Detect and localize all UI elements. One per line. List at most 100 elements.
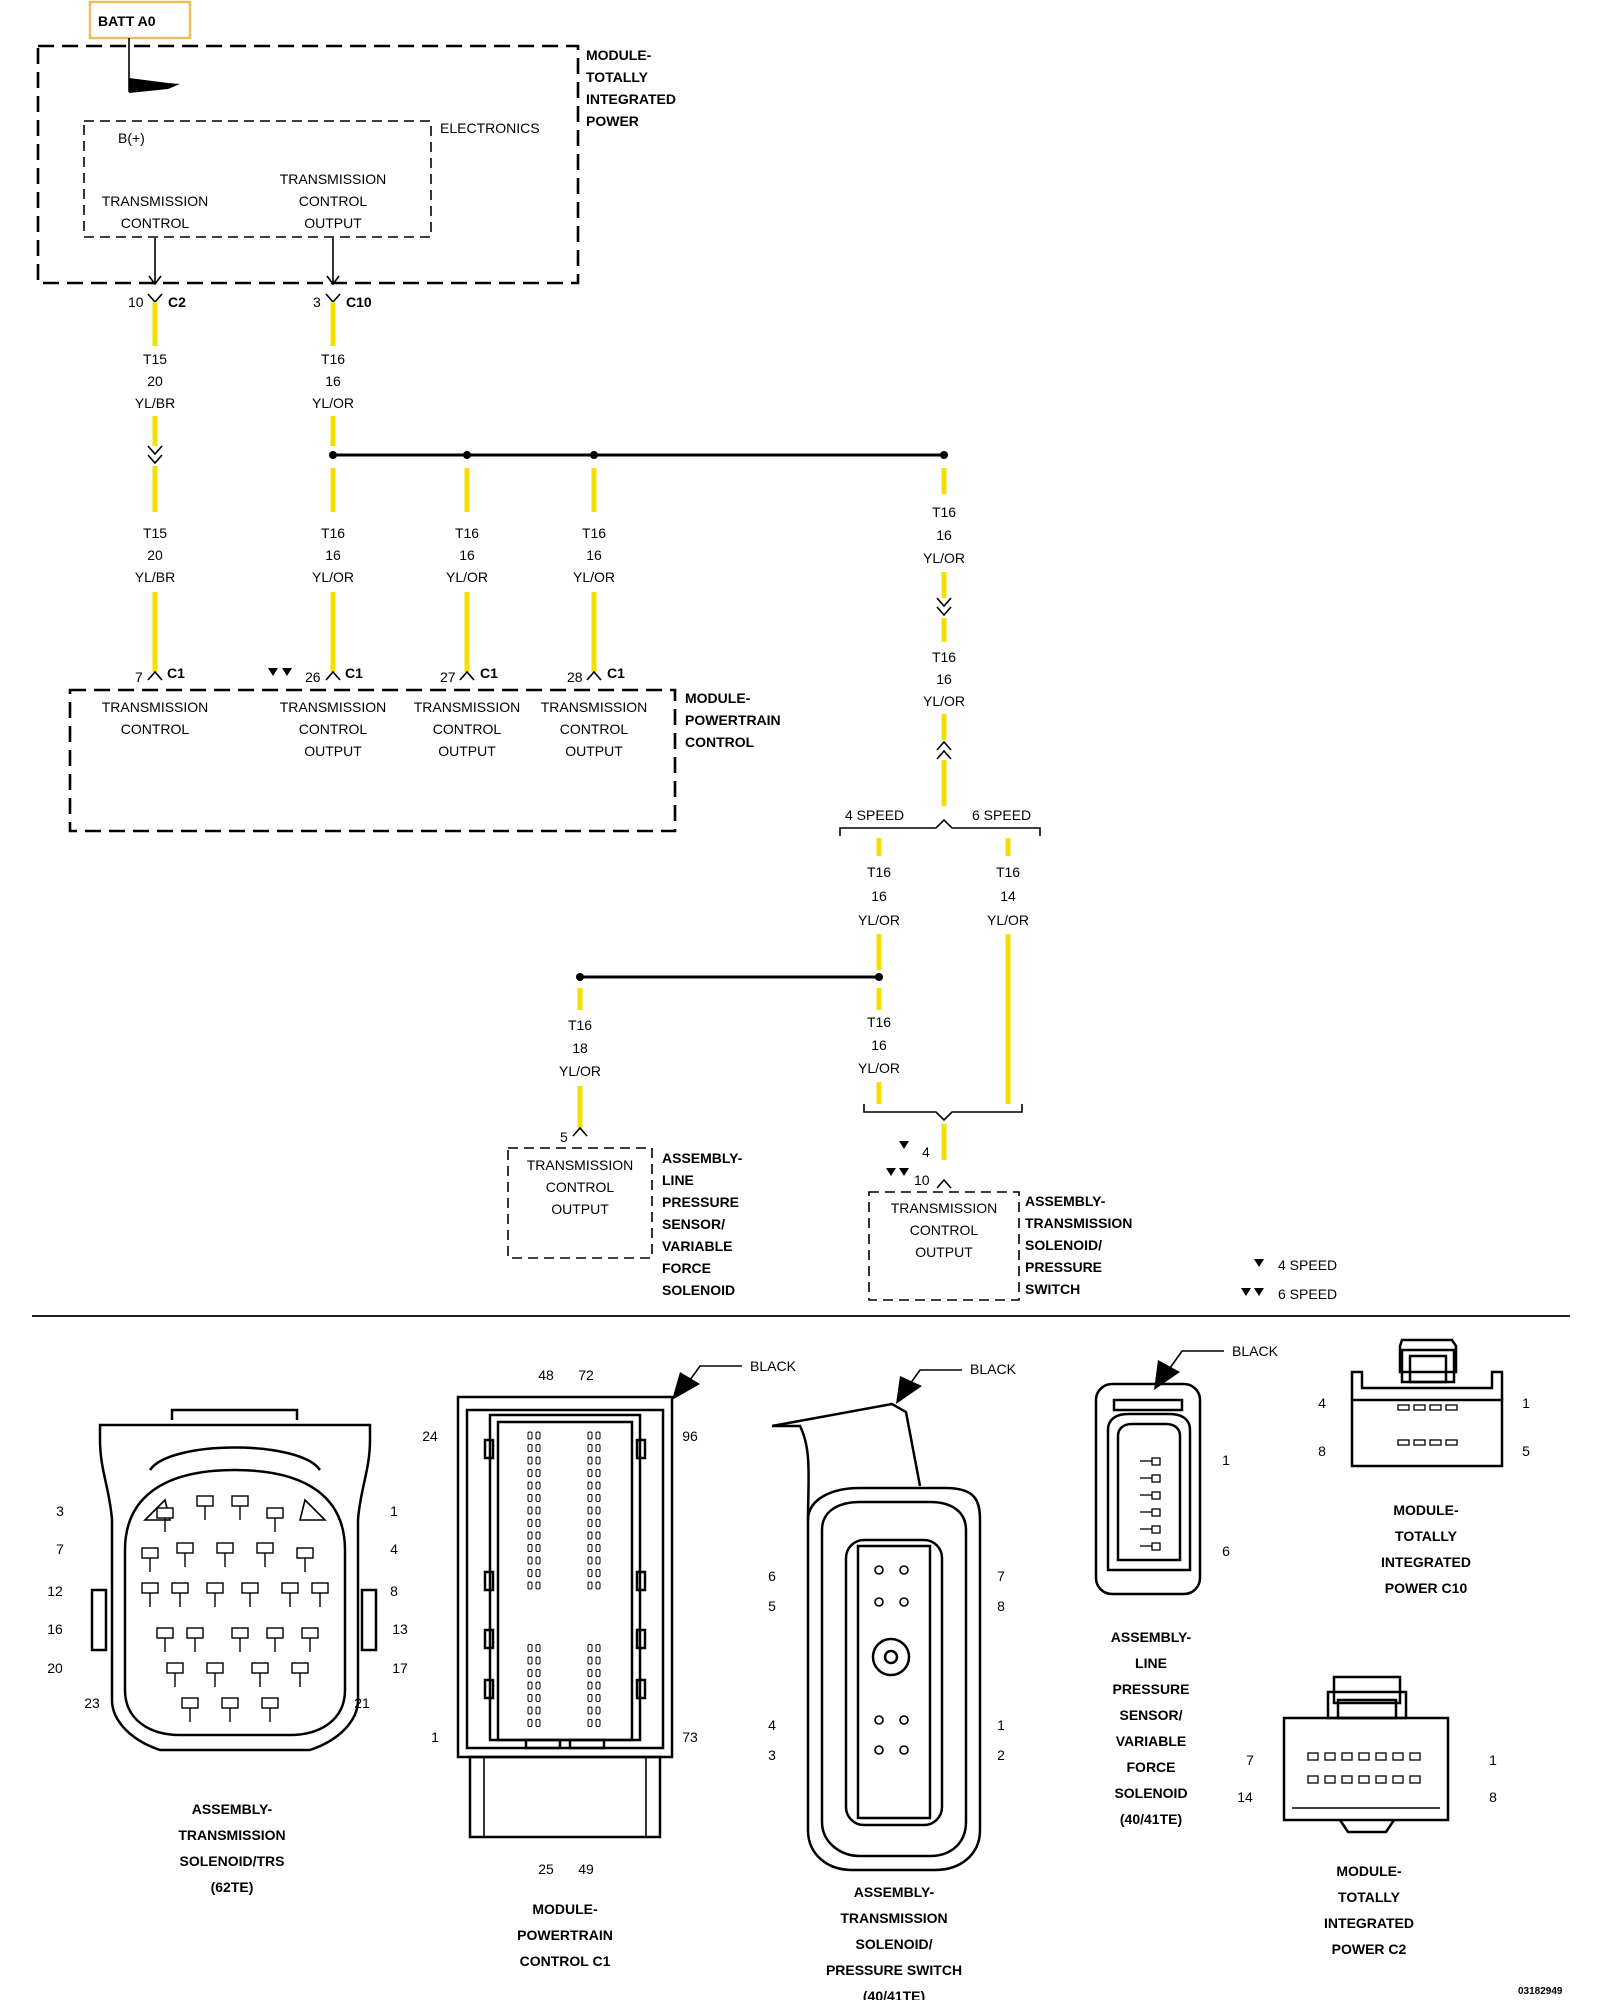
pcm-title-1: MODULE- [685, 690, 751, 706]
c2-7: 7 [1246, 1752, 1254, 1768]
tsps-6: 6 [768, 1568, 776, 1584]
pcm-l4c: OUTPUT [565, 743, 623, 759]
tipm-out2-line3: OUTPUT [304, 215, 362, 231]
lps-pin-cavity [1151, 1457, 1161, 1466]
pcm-c1-pin-cavity [535, 1581, 541, 1590]
tsps-1: 1 [997, 1717, 1005, 1733]
pcm-c1-pin-cavity [527, 1644, 533, 1652]
t15-lower-1: T15 [143, 525, 167, 541]
pcm-c1-pin-cavity [587, 1506, 593, 1515]
pcm-c1-pin-cavity [527, 1694, 533, 1702]
lps-t6: FORCE [662, 1260, 711, 1276]
tipm-out1-line1: TRANSMISSION [102, 193, 209, 209]
pcm-c1-pin-cavity [535, 1519, 541, 1527]
tsps-t2: TRANSMISSION [840, 1910, 947, 1926]
c10-4: 4 [1318, 1395, 1326, 1411]
pcm-c1-pin-cavity [595, 1694, 601, 1702]
pcm-c1-pin-cavity [587, 1681, 593, 1690]
t15-lower-3: YL/BR [135, 569, 175, 585]
pcm-c1-pin-cavity [587, 1719, 593, 1727]
trs-pin-cavity [281, 1582, 299, 1594]
tss-l1: TRANSMISSION [891, 1200, 998, 1216]
pcm-l2a: TRANSMISSION [280, 699, 387, 715]
tr1-1: T16 [932, 504, 956, 520]
trs-pin-cavity [176, 1542, 194, 1554]
tipm-c10-connector: 4 1 8 5 MODULE- TOTALLY INTEGRATED POWER… [1318, 1338, 1530, 1596]
lpsc-6: 6 [1222, 1543, 1230, 1559]
c10-pin-cavity [1413, 1404, 1426, 1411]
c2-pin-cavity [1375, 1752, 1387, 1761]
pcm-c1-pin-cavity [587, 1469, 593, 1477]
trs-t4: (62TE) [211, 1879, 254, 1895]
t4-3: YL/OR [858, 912, 900, 928]
trs-p20: 20 [47, 1660, 63, 1676]
trs-p17: 17 [392, 1660, 408, 1676]
tr1-2: 16 [936, 527, 952, 543]
tipm-title-1: MODULE- [586, 47, 652, 63]
pcm-c1-pin-cavity [527, 1656, 533, 1665]
lpsc-t3: PRESSURE [1112, 1681, 1189, 1697]
lpsc-1: 1 [1222, 1452, 1230, 1468]
pcm-c1-pin-cavity [535, 1644, 541, 1652]
lpsc-t4: SENSOR/ [1119, 1707, 1182, 1723]
lps-pin-cavity [1151, 1491, 1161, 1500]
pcm-c1-pin-cavity [527, 1581, 533, 1590]
trs-p13: 13 [392, 1621, 408, 1637]
pcm-c1-pin-cavity [535, 1531, 541, 1540]
tr2-2: 16 [936, 671, 952, 687]
t16-b2-2: 16 [459, 547, 475, 563]
pcm-c1-pin-cavity [535, 1481, 541, 1490]
pcm-c1-pin-cavity [595, 1506, 601, 1515]
t6-1: T16 [996, 864, 1020, 880]
pcm-c1-pin-cavity [527, 1669, 533, 1677]
c2-pin-cavity [1341, 1775, 1353, 1784]
tss-pin10: 10 [914, 1172, 930, 1188]
trs-pin-cavity [166, 1662, 184, 1674]
pcmc1-96: 96 [682, 1428, 698, 1444]
lpsc-t7: SOLENOID [1114, 1785, 1187, 1801]
pcm-pin7: 7 [135, 669, 143, 685]
tsps-t3: SOLENOID/ [855, 1936, 932, 1952]
trs-pin-cavity [231, 1495, 249, 1507]
split-6spd: 6 SPEED [972, 807, 1031, 823]
pcm-c1-pin-cavity [535, 1706, 541, 1715]
pcm-c1-pin-cavity [535, 1719, 541, 1727]
c2-pin-cavity [1375, 1775, 1387, 1784]
pcm-c1-pin-cavity [595, 1544, 601, 1552]
pcm-c1-pin-cavity [587, 1706, 593, 1715]
pcm-c1-pin-cavity [527, 1494, 533, 1502]
pcm-c1-pin-cavity [527, 1556, 533, 1565]
pcmc1-72: 72 [578, 1367, 594, 1383]
pcm-c1-pin-cavity [527, 1456, 533, 1465]
c10-pin-cavity [1397, 1404, 1410, 1411]
pcm-title-2: POWERTRAIN [685, 712, 781, 728]
tipm-title-2: TOTALLY [586, 69, 649, 85]
pcm-l3b: CONTROL [433, 721, 502, 737]
c2-pin-cavity [1358, 1775, 1370, 1784]
c2-pin-cavity [1409, 1775, 1421, 1784]
pcmc1-73: 73 [682, 1729, 698, 1745]
pcm-c1-pin-cavity [527, 1519, 533, 1527]
t15-lower-2: 20 [147, 547, 163, 563]
lps-pin-cavity [1151, 1474, 1161, 1483]
c10-pin-cavity [1445, 1404, 1458, 1411]
t16-b1-3: YL/OR [312, 569, 354, 585]
upper-wires: T15 20 YL/BR T16 16 YL/OR [135, 302, 948, 512]
lps-pin-cavity [1151, 1508, 1161, 1517]
t15-upper-3: YL/BR [135, 395, 175, 411]
pcm-c1-pin-cavity [587, 1569, 593, 1577]
pcm-l1a: TRANSMISSION [102, 699, 209, 715]
pcm-c1-pin-cavity [595, 1494, 601, 1502]
trs-pin-cavity [301, 1627, 319, 1639]
pcm-l1b: CONTROL [121, 721, 190, 737]
pcm-c1-pin-cavity [587, 1431, 593, 1440]
pcm-c1-pin-cavity [595, 1481, 601, 1490]
trs-p7: 7 [56, 1541, 64, 1557]
c2-t2: TOTALLY [1338, 1889, 1401, 1905]
c2-pin-cavity [1307, 1752, 1319, 1761]
trs-pin-cavity [186, 1627, 204, 1639]
c2-pin-cavity [1392, 1752, 1404, 1761]
trs-pin-cavity [266, 1627, 284, 1639]
pcm-c1-pin-cavity [527, 1681, 533, 1690]
batt-a0-box: BATT A0 [88, 0, 192, 40]
